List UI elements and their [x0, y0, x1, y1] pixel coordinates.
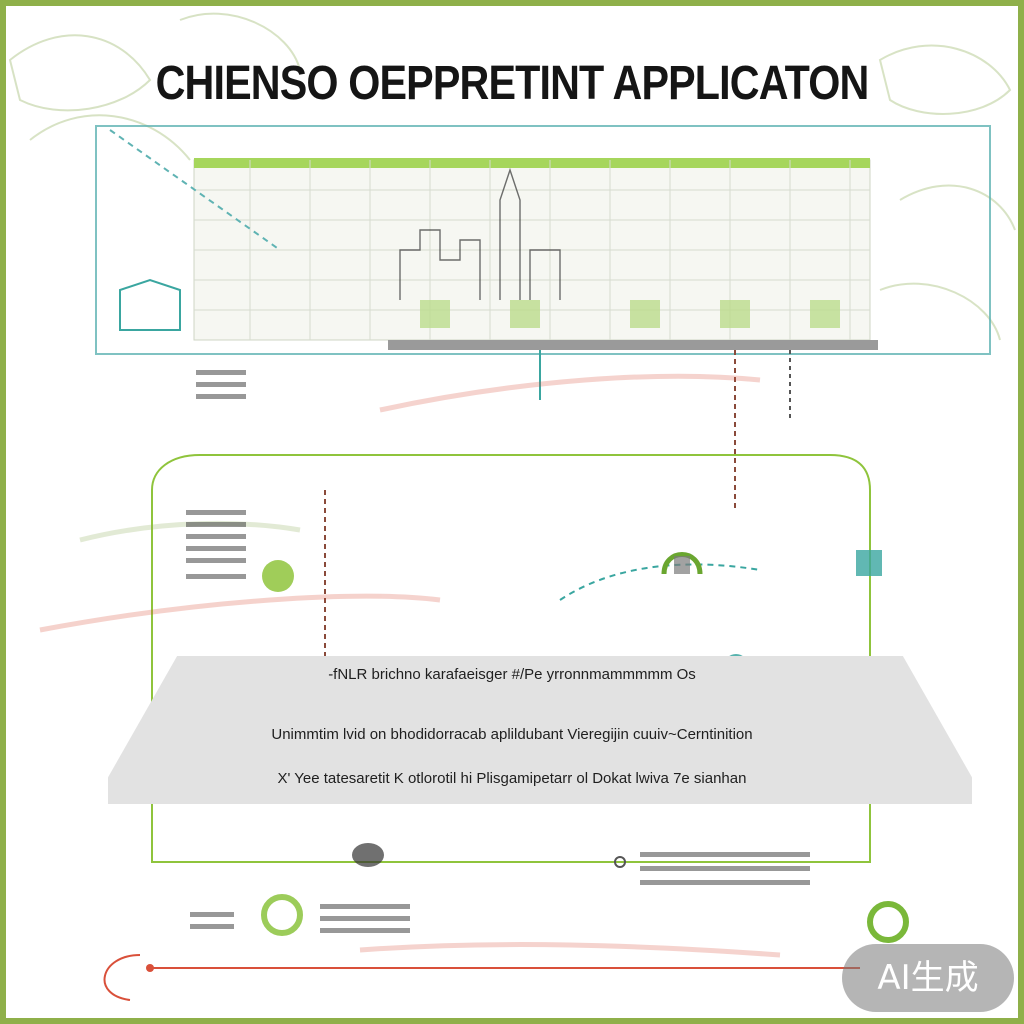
building-icon	[661, 552, 703, 575]
band-text-line: Unimmtim lvid on bhodidorracab aplilduba…	[271, 726, 753, 743]
ink-blot-icon	[352, 843, 384, 867]
upper-panel-outline	[95, 125, 991, 355]
gear-icon	[867, 901, 909, 943]
description-band	[108, 656, 972, 804]
band-text-line: -fNLR brichno karafaeisger #/Pe yrronnma…	[328, 666, 696, 683]
grid-area	[193, 158, 878, 350]
timeline	[103, 856, 860, 1001]
chart-icon	[856, 550, 882, 576]
botanical-decoration	[8, 12, 1016, 341]
leaf-icon	[262, 560, 294, 592]
grid-base-bar	[388, 340, 878, 350]
grid-header-bar	[194, 158, 870, 168]
wreath-icon	[261, 894, 303, 936]
glyph-blocks	[186, 370, 810, 933]
band-text-line: X' Yee tatesaretit K otlorotil hi Plisga…	[277, 770, 747, 787]
houses-icon	[119, 278, 181, 331]
grid-green-blocks	[420, 300, 840, 328]
ai-generated-badge: AI生成	[842, 944, 1014, 1012]
city-sketch	[399, 167, 561, 300]
page-title: CHIENSO OEPPRETINT APPLICATON	[155, 57, 870, 110]
lower-panel-outline	[151, 454, 871, 863]
